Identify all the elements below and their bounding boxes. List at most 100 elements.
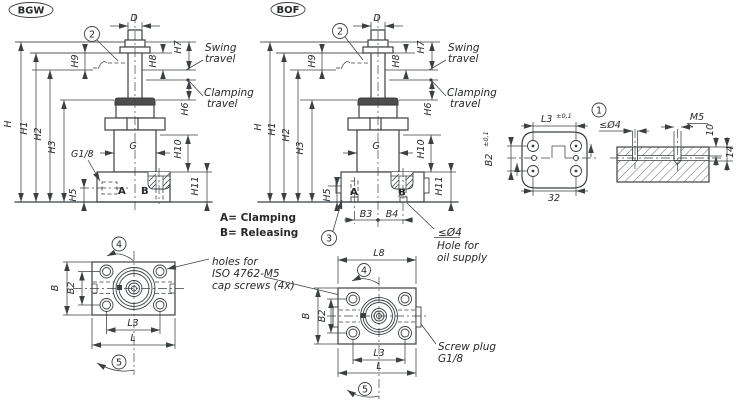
bof-tag-oval <box>270 2 306 17</box>
bof-oil-leader <box>406 202 435 230</box>
bgw-dim-h3: H3 <box>47 140 58 153</box>
bof-dimensions <box>267 22 454 223</box>
svg-text:5: 5 <box>116 358 122 369</box>
detail-section-block <box>616 146 710 183</box>
bof-balloon-3 <box>321 230 337 246</box>
detail-dim-32: 32 <box>548 193 560 204</box>
detail-dim-b2: B2 <box>484 154 495 167</box>
bof-swing-travel-2: travel <box>448 53 479 65</box>
bof-clamping-travel-1: Clamping <box>447 87 497 99</box>
bof-dim-h2: H2 <box>281 128 292 141</box>
bgw-dim-h6: H6 <box>180 102 191 115</box>
bof-oil-dia: ≤Ø4 <box>438 227 462 239</box>
flange-bof-left-tab <box>332 306 339 328</box>
detail-dim-14: 14 <box>725 146 736 158</box>
screw-plug-note-1: Screw plug <box>438 341 496 353</box>
svg-text:1: 1 <box>596 106 602 117</box>
bof-tag: BOF <box>277 5 300 16</box>
bgw-balloon-2 <box>84 26 100 42</box>
svg-text:4: 4 <box>116 240 122 251</box>
bof-dim-h5: H5 <box>322 188 333 201</box>
bof-dim-h11: H11 <box>434 176 445 195</box>
bof-dim-h10: H10 <box>416 139 427 158</box>
bof-dim-h1: H1 <box>267 122 278 135</box>
flange-bgw-dim-l: L <box>130 333 135 344</box>
bof-balloon-2 <box>332 23 348 39</box>
detail-balloon-1 <box>591 102 607 118</box>
flange-bgw-balloon-4 <box>111 236 127 252</box>
detail-section-dimensions <box>599 123 733 171</box>
view-bgw: D H H1 H2 H3 H9 H5 H7 H8 H6 H10 H11 G G1… <box>3 2 254 211</box>
flange-bgw-rotate-arrow-top <box>106 249 135 262</box>
flange-bof-balloon-4 <box>357 263 371 277</box>
bgw-port-b-label: B <box>141 186 149 197</box>
bof-dim-g: G <box>372 141 379 152</box>
bof-oil-note-2: oil supply <box>437 252 488 264</box>
flange-bof-dim-l8: L8 <box>373 248 384 259</box>
bof-port-b-cup <box>390 172 414 197</box>
holes-note-leader-left <box>166 258 210 270</box>
flange-bof-dim-l3: L3 <box>373 348 384 359</box>
bof-break-squiggle <box>340 61 351 70</box>
detail-dim-l3-tol: ±0,1 <box>556 112 572 120</box>
bof-dim-h3: H3 <box>295 141 306 154</box>
flange-bof-dim-l: L <box>376 361 381 372</box>
bgw-tag: BGW <box>18 6 45 17</box>
bof-dim-h9: H9 <box>307 54 318 67</box>
flange-bgw-dim-b: B <box>50 285 61 292</box>
bgw-dim-h: H <box>3 120 14 127</box>
holes-note-3: cap screws (4x) <box>212 280 295 292</box>
bgw-dim-h10: H10 <box>173 139 184 158</box>
bgw-dim-d: D <box>130 13 137 24</box>
view-detail: 1 L3 ±0,1 B2 ±0,1 32 <box>482 102 736 204</box>
svg-text:3: 3 <box>326 234 332 245</box>
bgw-g18-leader <box>87 159 101 182</box>
flange-bgw-dim-b2: B2 <box>66 282 77 295</box>
detail-dim-l3: L3 <box>541 114 552 125</box>
bgw-clamping-travel-2: travel <box>207 98 238 110</box>
bgw-port-a-label: A <box>118 186 126 197</box>
bgw-break-squiggle <box>97 61 108 70</box>
bgw-dimensions <box>18 22 210 211</box>
bgw-dim-h11: H11 <box>190 176 201 195</box>
flange-bof-right-tab <box>415 306 422 328</box>
flange-bof-dimensions <box>314 256 417 377</box>
bof-dim-h: H <box>253 123 264 130</box>
detail-dim-m5: M5 <box>690 112 704 123</box>
bof-clamping-travel-2: travel <box>450 98 481 110</box>
screw-plug-note-2: G1/8 <box>438 353 463 365</box>
holes-note-leader-right <box>264 276 349 298</box>
holes-note-1: holes for <box>212 256 258 268</box>
bgw-swing-travel-1: Swing <box>205 42 237 54</box>
flange-bof-screw-holes <box>346 292 412 340</box>
flange-bof-rotate-arrow-bottom <box>346 389 380 398</box>
legend-clamping: A= Clamping <box>220 212 296 224</box>
bof-dim-d: D <box>373 13 380 24</box>
flange-bgw-dimensions <box>63 261 176 349</box>
bgw-dim-h2: H2 <box>33 127 44 140</box>
flange-bof-balloon-5 <box>358 382 372 396</box>
legend-releasing: B= Releasing <box>220 227 298 239</box>
svg-text:2: 2 <box>337 27 343 38</box>
bof-oil-note-1: Hole for <box>437 240 479 252</box>
flange-bgw-screw-holes <box>99 264 167 312</box>
flange-bof-dim-b2: B2 <box>317 310 328 323</box>
holes-note-2: ISO 4762-M5 <box>212 268 280 280</box>
bof-dim-h6: H6 <box>423 102 434 115</box>
flange-bof-rotate-arrow-top <box>351 274 380 285</box>
detail-section-step-line <box>551 145 566 158</box>
flange-bgw-balloon-5 <box>111 354 127 370</box>
bof-port-a-label: A <box>350 187 358 198</box>
bof-right-tab <box>423 177 430 194</box>
detail-dim-b2-tol: ±0,1 <box>482 131 490 147</box>
svg-text:4: 4 <box>361 266 367 277</box>
svg-text:5: 5 <box>362 385 368 396</box>
bgw-dim-h9: H9 <box>70 54 81 67</box>
bgw-tag-oval <box>8 2 54 18</box>
bgw-dim-h5: H5 <box>68 188 79 201</box>
bgw-dim-h7: H7 <box>173 40 184 53</box>
view-bof: D H H1 H2 H3 H9 H5 H7 H8 H6 H10 H11 G B3… <box>253 2 497 264</box>
flange-bof-dim-b: B <box>301 313 312 320</box>
